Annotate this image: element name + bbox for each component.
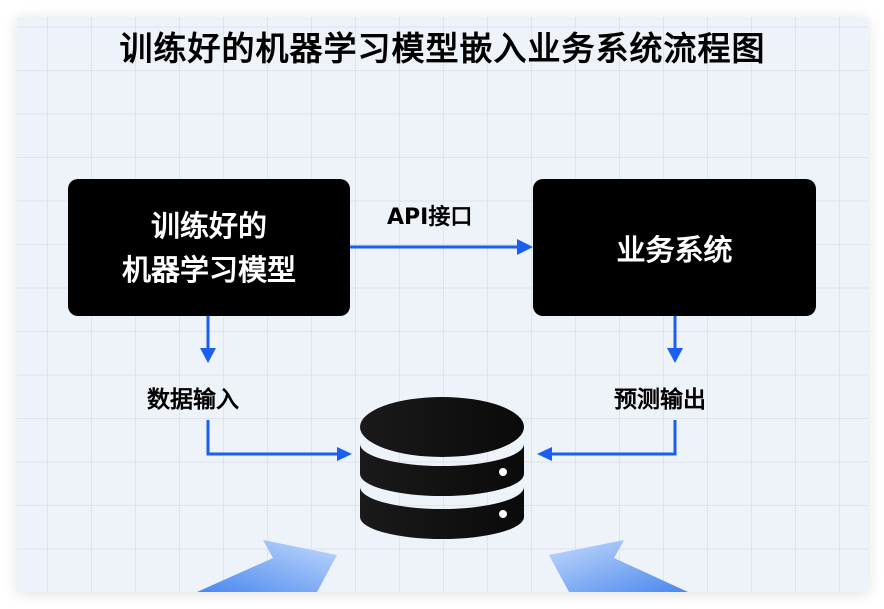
arrowhead-icon bbox=[667, 348, 683, 363]
edge-label-prediction-output: 预测输出 bbox=[614, 387, 706, 413]
node-business-system[interactable]: 业务系统 bbox=[533, 179, 816, 316]
database-icon[interactable] bbox=[360, 397, 524, 539]
edge-data-input-to-db-arrow bbox=[206, 420, 352, 461]
arrowhead-icon bbox=[517, 239, 533, 255]
edge-label-api: API接口 bbox=[387, 205, 473, 230]
node-trained-model-line1: 训练好的 bbox=[150, 208, 267, 243]
db-led-2 bbox=[499, 510, 507, 518]
edge-prediction-output-down-arrow bbox=[667, 316, 683, 363]
arrowhead-icon bbox=[337, 447, 352, 461]
diagram-connectors bbox=[197, 239, 688, 592]
db-led-1 bbox=[499, 468, 507, 476]
arrowhead-icon bbox=[200, 348, 216, 363]
diagram-canvas: 训练好的机器学习模型嵌入业务系统流程图 训练好的 机器学习模型 业务系统 API… bbox=[17, 17, 868, 592]
node-business-system-label: 业务系统 bbox=[616, 232, 733, 267]
edge-label-data-input: 数据输入 bbox=[147, 387, 239, 413]
edge-prediction-output-to-db-arrow bbox=[537, 420, 677, 461]
node-trained-model-line2: 机器学习模型 bbox=[121, 252, 296, 287]
arrowhead-icon bbox=[537, 447, 552, 461]
diagram-title: 训练好的机器学习模型嵌入业务系统流程图 bbox=[119, 29, 766, 68]
edge-data-input-down-arrow bbox=[200, 316, 216, 363]
decorative-arrow-left-icon bbox=[197, 540, 337, 592]
decorative-arrow-right-icon bbox=[549, 540, 688, 592]
edge-api-arrow bbox=[350, 239, 533, 255]
node-trained-model[interactable]: 训练好的 机器学习模型 bbox=[68, 179, 350, 316]
